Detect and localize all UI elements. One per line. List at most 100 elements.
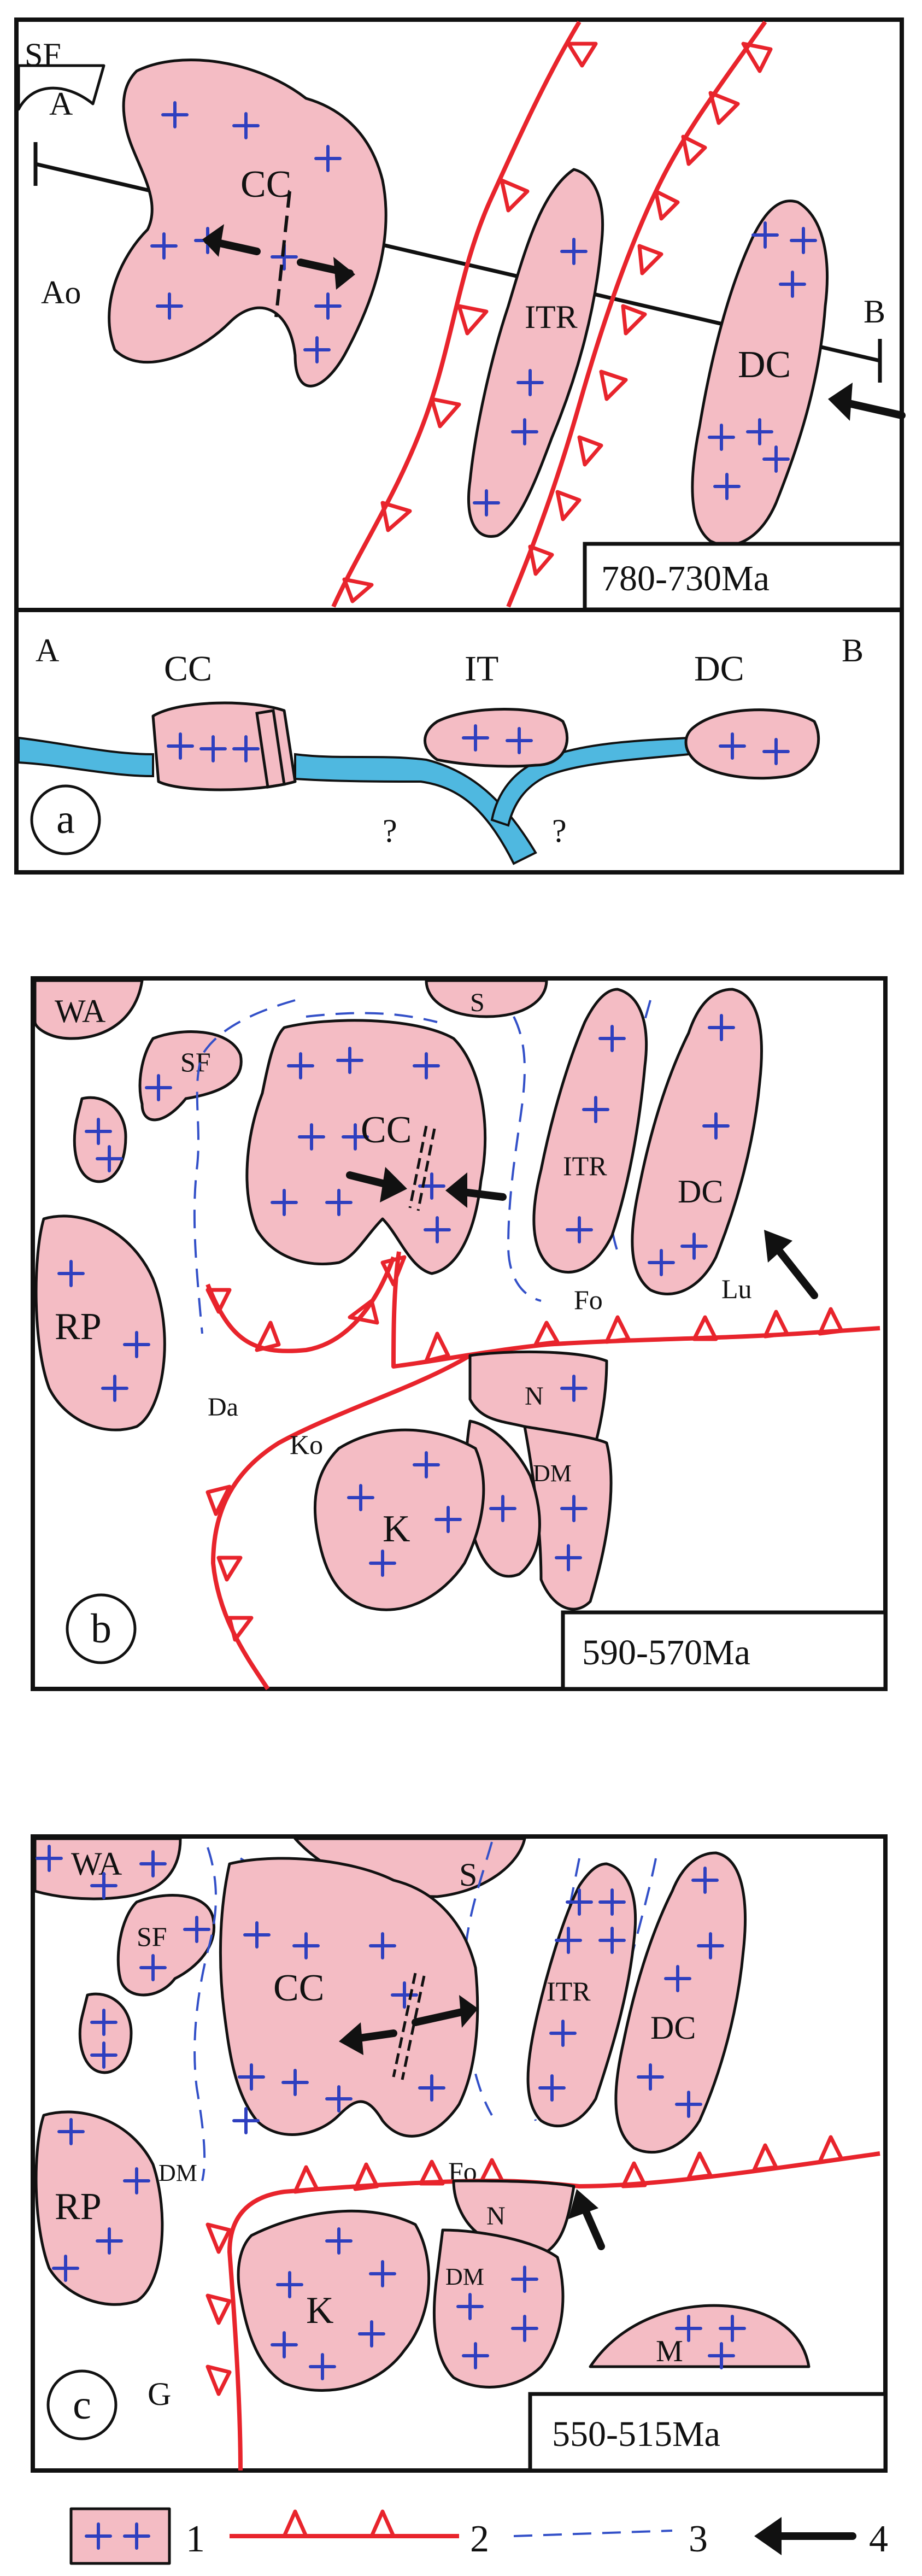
- label-rp-c: RP: [55, 2186, 102, 2228]
- label-a-top: A: [49, 86, 73, 122]
- legend-num-3: 3: [689, 2518, 708, 2560]
- convergence-arrows-b: [346, 1167, 507, 1208]
- thrust-teeth-c: [205, 2135, 844, 2396]
- cc-craton: [108, 58, 387, 388]
- label-dm-c: DM: [158, 2160, 197, 2186]
- age-label-b: 590-570Ma: [582, 1633, 750, 1673]
- extension-arrows-c: [339, 1995, 478, 2055]
- label-dc-b: DC: [678, 1173, 723, 1210]
- compression-arrow-c: [568, 2189, 605, 2250]
- thrust-b-cc: [205, 1256, 396, 1353]
- itr-craton-c: [526, 1862, 637, 2128]
- section-cc-rift: [255, 709, 286, 789]
- label-cc-c: CC: [273, 1967, 324, 2009]
- sf-fragment-c: [78, 1992, 133, 2074]
- label-lu-b: Lu: [721, 1274, 752, 1304]
- label-itr-c: ITR: [547, 1976, 591, 2006]
- n-craton-b: [468, 1350, 608, 1445]
- badge-c: [46, 2369, 118, 2440]
- sf-fragment-b: [73, 1096, 127, 1183]
- suture-c-west: [193, 1847, 217, 2181]
- section-question-2: ?: [552, 813, 567, 849]
- panel-c: WA S SF CC: [31, 1834, 888, 2473]
- sf-craton-b: [138, 1030, 243, 1122]
- label-wa-b: WA: [55, 993, 105, 1029]
- label-fo-b: Fo: [574, 1284, 603, 1315]
- label-dm-b: DM: [533, 1460, 572, 1487]
- suture-b-east: [507, 1016, 542, 1302]
- legend-arrow: [754, 2517, 856, 2555]
- ocean-crust-west: [17, 736, 154, 778]
- cc-craton-b: [245, 1019, 487, 1275]
- age-label-c: 550-515Ma: [552, 2414, 720, 2454]
- label-s-c: S: [459, 1857, 477, 1893]
- label-s-b: S: [470, 988, 485, 1017]
- thrust-teeth-a: [342, 42, 773, 603]
- label-wa-c: WA: [71, 1846, 122, 1882]
- section-it-block: [424, 708, 569, 768]
- section-label-b: B: [842, 632, 864, 668]
- label-k-b: K: [383, 1508, 410, 1550]
- thrust-teeth-b: [205, 1255, 844, 1642]
- label-dc-a: DC: [738, 344, 791, 386]
- legend-num-2: 2: [470, 2518, 489, 2560]
- age-label-a: 780-730Ma: [601, 559, 770, 598]
- panel-a: SF A B CC Ao: [14, 17, 906, 612]
- suture-b-west: [193, 999, 296, 1334]
- section-label-it: IT: [465, 649, 498, 689]
- cc-rift-b: [408, 1125, 436, 1211]
- age-box-b: [561, 1610, 888, 1691]
- panel-c-map-frame: [31, 1834, 888, 2473]
- wa-craton-c: [33, 1837, 182, 1900]
- compression-arrow-b: [764, 1230, 818, 1299]
- label-da-b: Da: [208, 1393, 238, 1422]
- section-cc-plus: [168, 734, 258, 761]
- itr-craton: [467, 168, 604, 538]
- dc-craton-c: [614, 1851, 747, 2154]
- panel-b-map-frame: [31, 976, 888, 1691]
- section-question-1: ?: [383, 813, 397, 849]
- label-n-b: N: [525, 1382, 544, 1411]
- thrust-east: [506, 20, 767, 608]
- sf-block: [17, 64, 105, 111]
- section-dc-block: [684, 708, 820, 780]
- legend-num-4: 4: [869, 2518, 888, 2560]
- k-craton-b: [313, 1428, 485, 1611]
- cross-section-frame: [14, 608, 904, 875]
- dc-craton-b: [631, 988, 763, 1295]
- legend: 1 2 3 4: [69, 2507, 888, 2565]
- label-dc-c: DC: [650, 2010, 696, 2046]
- label-cc-a: CC: [240, 163, 291, 206]
- rp-craton-c: [34, 2110, 164, 2306]
- badge-b-text: b: [91, 1606, 111, 1652]
- label-b-top: B: [864, 294, 885, 330]
- label-n-c: N: [486, 2202, 506, 2231]
- section-label-a: A: [36, 632, 59, 668]
- cross-section-ab: A B CC IT DC ? ? a: [14, 608, 904, 875]
- label-sf-b: SF: [180, 1047, 211, 1077]
- wa-craton-b: [33, 979, 144, 1040]
- badge-b: [66, 1593, 137, 1664]
- legend-thrust-teeth: [282, 2509, 396, 2538]
- s-craton-b: [425, 979, 548, 1018]
- cc-craton-c: [219, 1857, 479, 2138]
- label-k-c: K: [306, 2290, 334, 2332]
- dm-craton-c: [432, 2228, 565, 2389]
- age-box-a: [583, 542, 904, 612]
- age-box-c: [528, 2392, 888, 2473]
- ocean-crust-central: [294, 753, 537, 865]
- sf-craton-c: [116, 1894, 215, 1997]
- badge-a: [30, 784, 101, 855]
- label-rp-b: RP: [55, 1306, 102, 1348]
- badge-a-text: a: [56, 796, 75, 842]
- thrust-west: [331, 20, 582, 608]
- label-ao: Ao: [41, 274, 81, 310]
- label-sf-c: SF: [137, 1921, 167, 1952]
- section-label-cc: CC: [164, 649, 212, 689]
- suture-b-north: [306, 1012, 438, 1023]
- label-m-c: M: [656, 2334, 683, 2368]
- legend-num-1: 1: [186, 2518, 205, 2560]
- label-g-c: G: [148, 2376, 171, 2412]
- section-label-dc: DC: [694, 649, 744, 689]
